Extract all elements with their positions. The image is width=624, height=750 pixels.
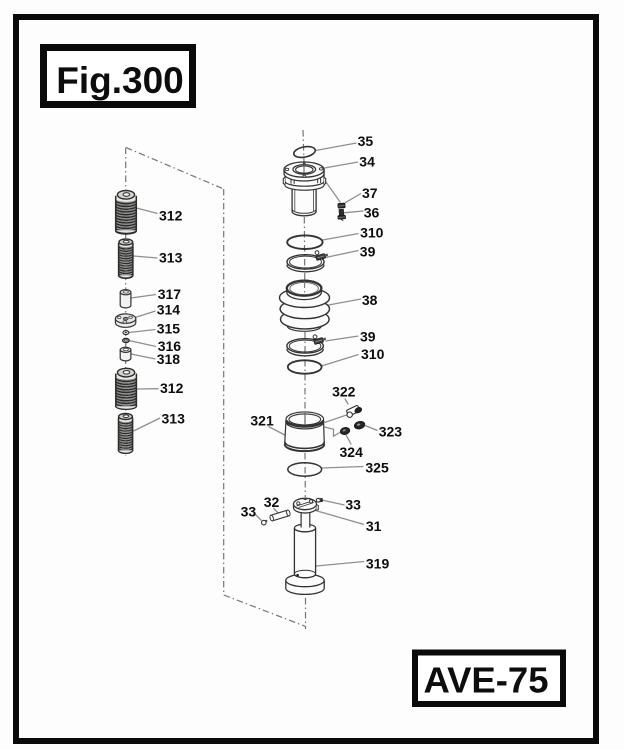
svg-text:325: 325 xyxy=(365,460,389,476)
svg-text:36: 36 xyxy=(364,204,380,220)
svg-text:35: 35 xyxy=(358,133,374,149)
svg-text:Fig.300: Fig.300 xyxy=(56,60,184,101)
svg-text:321: 321 xyxy=(250,413,274,429)
svg-text:32: 32 xyxy=(264,494,280,510)
svg-text:37: 37 xyxy=(362,185,378,201)
svg-text:318: 318 xyxy=(157,351,181,367)
svg-text:39: 39 xyxy=(360,329,376,345)
svg-text:324: 324 xyxy=(340,444,364,460)
svg-text:39: 39 xyxy=(360,244,376,260)
svg-text:323: 323 xyxy=(379,424,403,440)
svg-text:31: 31 xyxy=(366,518,382,534)
svg-text:317: 317 xyxy=(158,286,182,302)
svg-text:310: 310 xyxy=(360,224,384,240)
svg-text:34: 34 xyxy=(359,153,375,169)
svg-text:312: 312 xyxy=(160,380,184,396)
svg-text:33: 33 xyxy=(241,504,257,520)
svg-text:322: 322 xyxy=(332,384,356,400)
svg-text:33: 33 xyxy=(345,497,361,513)
svg-text:312: 312 xyxy=(159,207,183,223)
svg-text:AVE-75: AVE-75 xyxy=(423,660,548,701)
svg-text:310: 310 xyxy=(361,346,385,362)
svg-text:315: 315 xyxy=(157,321,181,337)
svg-text:314: 314 xyxy=(157,301,181,317)
svg-text:313: 313 xyxy=(159,250,183,266)
svg-text:38: 38 xyxy=(362,292,378,308)
svg-text:319: 319 xyxy=(366,556,390,572)
svg-text:313: 313 xyxy=(162,411,186,427)
svg-text:316: 316 xyxy=(158,338,182,354)
